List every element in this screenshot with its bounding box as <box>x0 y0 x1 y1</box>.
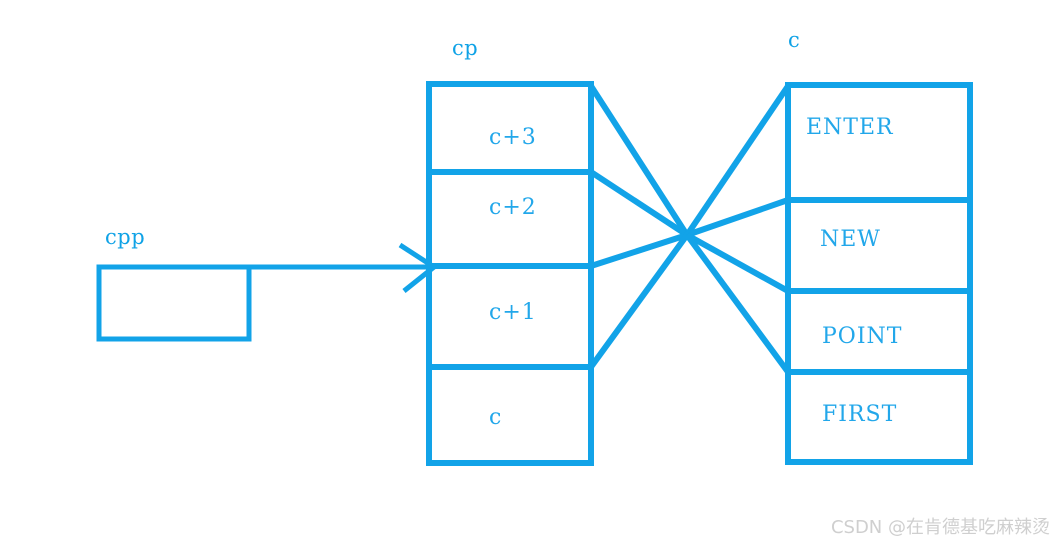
link-cp-c3-left <box>588 84 690 237</box>
cp-label: cp <box>452 36 479 60</box>
cp-cell-label-0: c+3 <box>489 125 537 150</box>
cp-cell-label-2: c+1 <box>489 300 537 325</box>
cpp-box <box>96 264 252 342</box>
c-cell-label-0: ENTER <box>806 115 894 140</box>
csdn-watermark: CSDN @在肯德基吃麻辣烫 <box>830 517 1050 538</box>
c-cell-label-2: POINT <box>822 324 903 349</box>
link-hub-to-c-enter <box>684 84 791 237</box>
c-cell-label-3: FIRST <box>822 402 898 427</box>
c-label: c <box>788 28 801 52</box>
link-cp-c1-left <box>590 232 688 269</box>
link-hub-to-c-point <box>685 232 790 294</box>
cp-array-outline <box>426 81 594 466</box>
link-hub-to-c-first <box>684 233 791 374</box>
cp-cell-label-1: c+2 <box>489 195 537 220</box>
c-cell-label-1: NEW <box>820 227 881 252</box>
link-cp-c2-left <box>589 169 689 238</box>
cpp-label: cpp <box>105 225 146 249</box>
cp-cell-label-3: c <box>489 405 503 430</box>
link-cp-c0-left <box>588 233 690 369</box>
link-hub-to-c-new <box>686 197 789 238</box>
c-array-outline <box>785 82 973 465</box>
